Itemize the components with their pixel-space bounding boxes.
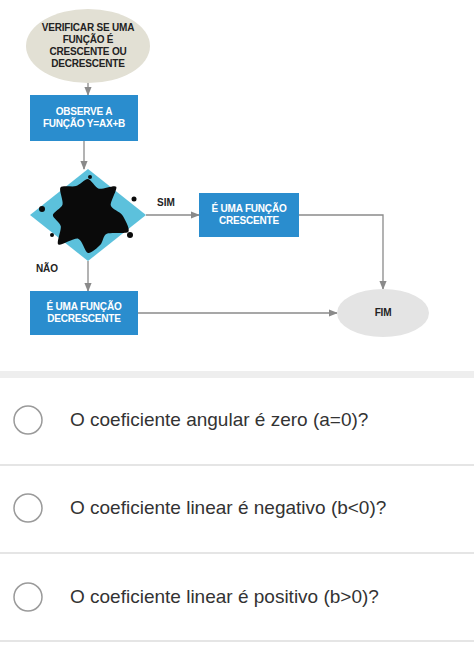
row-divider	[0, 552, 474, 554]
start-oval: VERIFICAR SE UMA FUNÇÃO É CRESCENTE OU D…	[26, 9, 150, 83]
connector	[83, 141, 84, 169]
ink-drop	[88, 175, 92, 179]
connector	[138, 312, 337, 313]
radio-button	[14, 406, 42, 434]
radio-button	[14, 494, 42, 522]
oval-fill	[337, 289, 429, 337]
diamond-fill	[30, 169, 146, 261]
ink-drop	[50, 233, 54, 237]
process-box: OBSERVE A FUNÇÃO Y=AX+B	[30, 95, 138, 141]
node-text: OBSERVE A FUNÇÃO Y=AX+B	[36, 106, 132, 130]
connector	[146, 214, 199, 215]
node-text: VERIFICAR SE UMA FUNÇÃO É CRESCENTE OU D…	[40, 22, 136, 69]
decision-diamond	[30, 169, 146, 261]
edge-label: NÃO	[34, 263, 60, 275]
oval-fill	[26, 9, 150, 83]
ink-splat	[53, 179, 129, 253]
radio-button	[14, 583, 42, 611]
row-divider	[0, 464, 474, 466]
node-text: É UMA FUNÇÃO CRESCENTE	[205, 203, 293, 227]
result-box: É UMA FUNÇÃO DECRESCENTE	[30, 291, 138, 335]
connector	[299, 215, 383, 289]
edge-label: SIM	[155, 197, 177, 209]
ink-drop	[132, 197, 137, 202]
result-box: É UMA FUNÇÃO CRESCENTE	[199, 193, 299, 237]
answer-option: O coeficiente linear é negativo (b<0)?	[70, 496, 468, 520]
diamond-outline	[30, 169, 146, 261]
answer-option: O coeficiente linear é positivo (b>0)?	[70, 585, 468, 609]
ink-drop	[127, 232, 133, 238]
node-text: É UMA FUNÇÃO DECRESCENTE	[36, 301, 132, 325]
connector	[87, 261, 88, 291]
ink-drop	[39, 206, 45, 212]
row-divider	[0, 640, 474, 642]
end-oval: FIM	[337, 289, 429, 337]
connector	[87, 83, 88, 95]
answer-option: O coeficiente angular é zero (a=0)?	[70, 408, 468, 432]
node-text: FIM	[348, 307, 418, 319]
separator-band	[0, 371, 474, 378]
